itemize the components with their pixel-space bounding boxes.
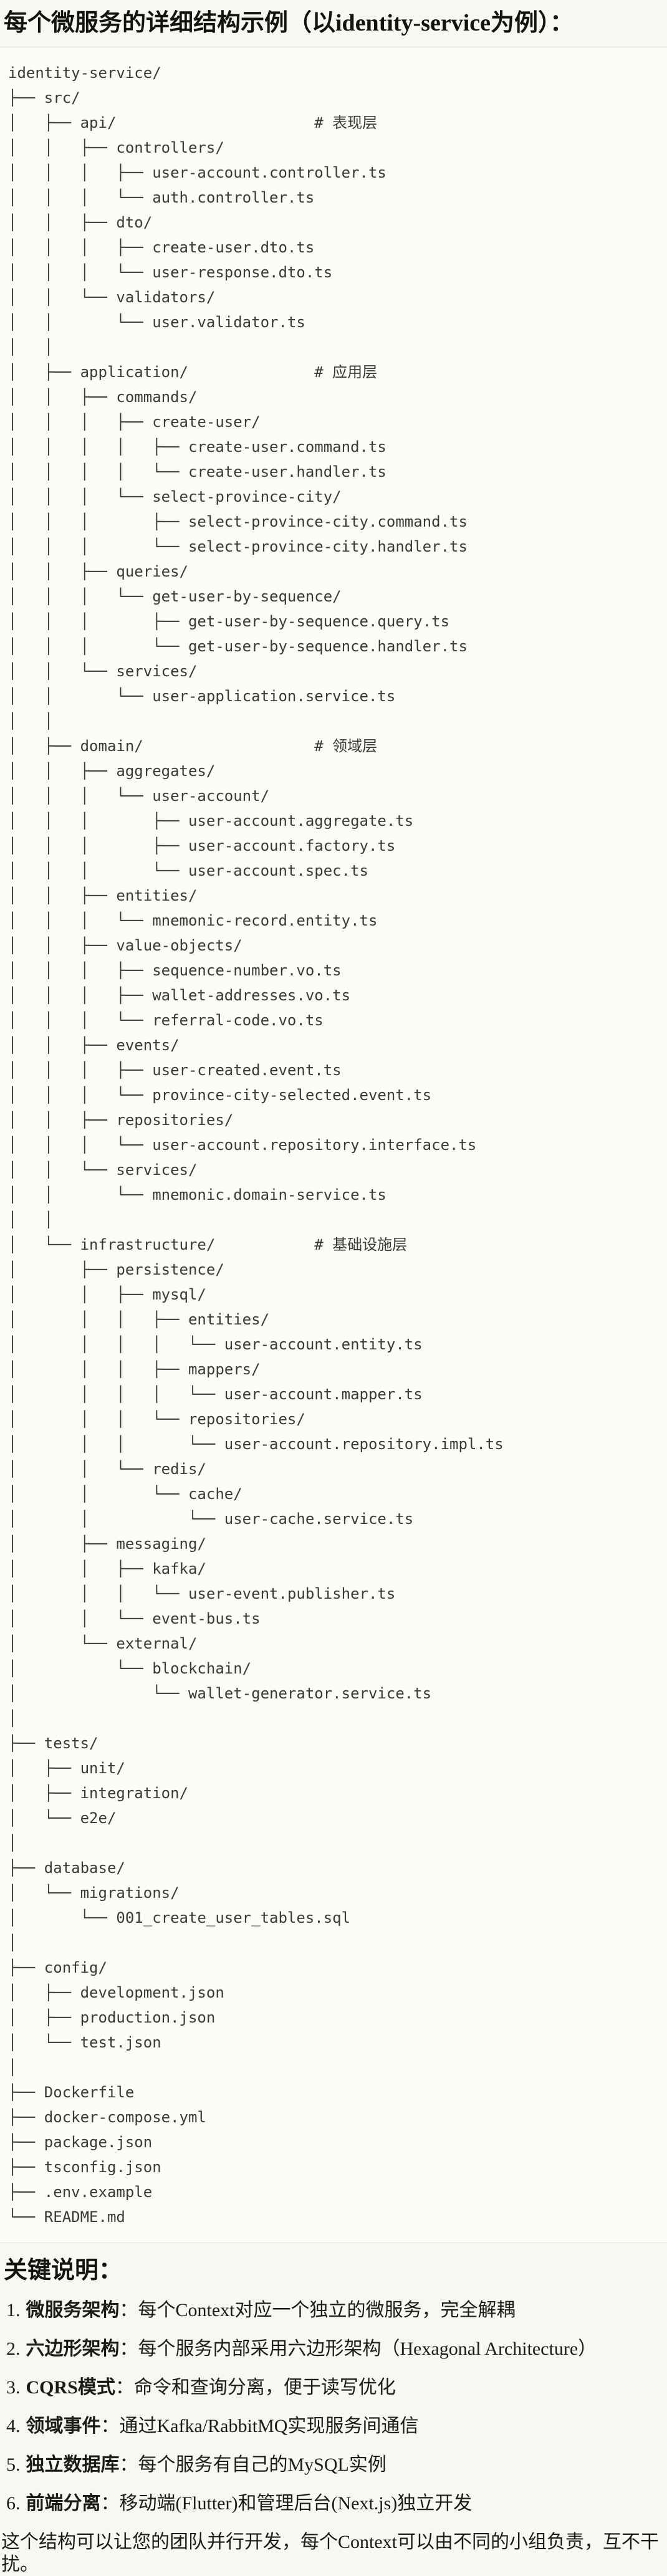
note-label: 独立数据库: [26, 2454, 120, 2475]
note-text: ：通过Kafka/RabbitMQ实现服务间通信: [100, 2416, 419, 2436]
note-text: ：移动端(Flutter)和管理后台(Next.js)独立开发: [100, 2493, 473, 2514]
note-number: 2.: [6, 2339, 21, 2359]
note-number: 3.: [6, 2377, 21, 2398]
list-item: 5.独立数据库：每个服务有自己的MySQL实例: [6, 2454, 667, 2476]
list-item: 1.微服务架构：每个Context对应一个独立的微服务，完全解耦: [6, 2299, 667, 2322]
note-number: 4.: [6, 2416, 21, 2436]
note-label: 领域事件: [26, 2416, 101, 2436]
list-item: 2.六边形架构：每个服务内部采用六边形架构（Hexagonal Architec…: [6, 2338, 667, 2360]
key-notes-heading: 关键说明：: [4, 2258, 123, 2284]
note-label: 六边形架构: [26, 2339, 120, 2359]
page-title: 每个微服务的详细结构示例（以identity-service为例）：: [4, 10, 574, 36]
note-text: ：每个服务内部采用六边形架构（Hexagonal Architecture）: [119, 2339, 597, 2359]
note-label: 前端分离: [26, 2493, 101, 2514]
note-text: ：每个服务有自己的MySQL实例: [119, 2454, 386, 2475]
note-label: 微服务架构: [26, 2300, 120, 2320]
list-item: 4.领域事件：通过Kafka/RabbitMQ实现服务间通信: [6, 2415, 667, 2438]
note-text: ：命令和查询分离，便于读写优化: [115, 2377, 396, 2398]
key-notes-list: 1.微服务架构：每个Context对应一个独立的微服务，完全解耦 2.六边形架构…: [0, 2299, 667, 2515]
note-text: ：每个Context对应一个独立的微服务，完全解耦: [119, 2300, 516, 2320]
note-label: CQRS模式: [26, 2377, 115, 2398]
note-number: 5.: [6, 2454, 21, 2475]
list-item: 6.前端分离：移动端(Flutter)和管理后台(Next.js)独立开发: [6, 2492, 667, 2515]
note-number: 1.: [6, 2300, 21, 2320]
note-number: 6.: [6, 2493, 21, 2514]
closing-paragraph: 这个结构可以让您的团队并行开发，每个Context可以由不同的小组负责，互不干扰…: [1, 2532, 659, 2575]
list-item: 3.CQRS模式：命令和查询分离，便于读写优化: [6, 2377, 667, 2399]
directory-tree-code-block: identity-service/ ├── src/ │ ├── api/ # …: [0, 47, 667, 2243]
